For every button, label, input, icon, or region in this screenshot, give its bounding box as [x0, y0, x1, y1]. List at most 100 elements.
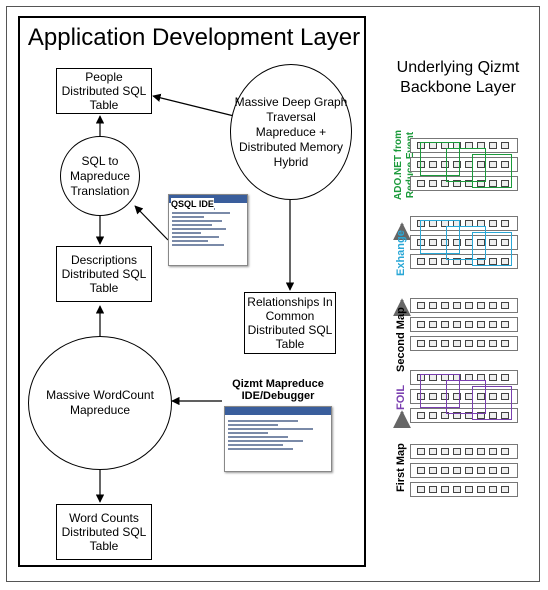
- backbone-cell: [477, 321, 485, 328]
- backbone-cell: [477, 467, 485, 474]
- sql-translation-node: SQL to Mapreduce Translation: [60, 136, 140, 216]
- backbone-cell: [441, 486, 449, 493]
- backbone-cell: [429, 161, 437, 168]
- backbone-cell: [453, 448, 461, 455]
- backbone-cell: [417, 448, 425, 455]
- backbone-cell: [489, 180, 497, 187]
- backbone-cell: [429, 448, 437, 455]
- backbone-cell: [417, 486, 425, 493]
- backbone-cell: [465, 448, 473, 455]
- backbone-row: [410, 157, 518, 172]
- backbone-row: [410, 370, 518, 385]
- backbone-cell: [477, 340, 485, 347]
- backbone-row: [410, 336, 518, 351]
- backbone-cell: [501, 448, 509, 455]
- backbone-cell: [501, 467, 509, 474]
- backbone-cell: [501, 340, 509, 347]
- backbone-cell: [441, 412, 449, 419]
- backbone-cell: [501, 486, 509, 493]
- wordcounts-table-node: Word Counts Distributed SQL Table: [56, 504, 152, 560]
- backbone-cell: [453, 393, 461, 400]
- backbone-cell: [429, 258, 437, 265]
- backbone-row: [410, 254, 518, 269]
- backbone-cell: [489, 486, 497, 493]
- backbone-cell: [429, 486, 437, 493]
- backbone-cell: [465, 467, 473, 474]
- backbone-cell: [501, 374, 509, 381]
- backbone-cell: [501, 393, 509, 400]
- descriptions-table-node: Descriptions Distributed SQL Table: [56, 246, 152, 302]
- backbone-cell: [441, 321, 449, 328]
- relationships-table-node: Relationships In Common Distributed SQL …: [244, 292, 336, 354]
- qsql-ide-label: QSQL IDE: [171, 198, 214, 210]
- backbone-cell: [417, 412, 425, 419]
- backbone-cell: [453, 302, 461, 309]
- backbone-cell: [453, 180, 461, 187]
- backbone-link: [446, 226, 486, 260]
- backbone-cell: [489, 374, 497, 381]
- backbone-link: [446, 148, 486, 182]
- mapreduce-ide-screenshot: [224, 406, 332, 472]
- backbone-flow-arrows: [393, 222, 411, 429]
- figure-frame: [6, 6, 540, 582]
- backbone-cell: [477, 412, 485, 419]
- backbone-cell: [477, 180, 485, 187]
- backbone-row: [410, 138, 518, 153]
- backbone-cell: [501, 412, 509, 419]
- backbone-cell: [453, 412, 461, 419]
- backbone-cell: [477, 486, 485, 493]
- backbone-cell: [501, 161, 509, 168]
- backbone-cell: [429, 239, 437, 246]
- backbone-cell: [489, 412, 497, 419]
- backbone-title: Underlying Qizmt Backbone Layer: [396, 59, 520, 96]
- backbone-cell: [453, 161, 461, 168]
- stage-label-exchange: Exhange: [395, 230, 407, 276]
- backbone-cell: [465, 302, 473, 309]
- backbone-cell: [441, 467, 449, 474]
- backbone-cell: [453, 258, 461, 265]
- backbone-cell: [417, 340, 425, 347]
- arrow-qsql-to-translation: [134, 205, 169, 241]
- backbone-cell: [501, 180, 509, 187]
- backbone-row: [410, 317, 518, 332]
- backbone-cell: [417, 180, 425, 187]
- backbone-cell: [477, 239, 485, 246]
- backbone-cell: [429, 393, 437, 400]
- backbone-row: [410, 482, 518, 497]
- backbone-group-second-map: [410, 298, 518, 355]
- people-table-node: People Distributed SQL Table: [56, 68, 152, 114]
- backbone-group-foil: [410, 370, 518, 427]
- mapreduce-ide-titlebar: [225, 407, 331, 415]
- backbone-group-exchange: [410, 216, 518, 273]
- backbone-link: [472, 154, 512, 188]
- backbone-cell: [441, 161, 449, 168]
- backbone-cell: [453, 340, 461, 347]
- backbone-cell: [501, 321, 509, 328]
- backbone-row: [410, 463, 518, 478]
- mapreduce-ide-label: Qizmt Mapreduce IDE/Debugger: [232, 378, 324, 402]
- backbone-cell: [453, 486, 461, 493]
- backbone-cell: [429, 340, 437, 347]
- backbone-cell: [441, 258, 449, 265]
- backbone-cell: [453, 321, 461, 328]
- backbone-cell: [489, 340, 497, 347]
- backbone-cell: [501, 258, 509, 265]
- backbone-cell: [429, 412, 437, 419]
- backbone-row: [410, 389, 518, 404]
- backbone-link: [420, 220, 460, 254]
- backbone-cell: [465, 340, 473, 347]
- app-layer-title: Application Development Layer: [27, 24, 361, 51]
- stage-label-foil: FOIL: [395, 384, 407, 410]
- backbone-cell: [453, 239, 461, 246]
- backbone-cell: [501, 239, 509, 246]
- graph-traversal-node: Massive Deep Graph Traversal Mapreduce +…: [230, 64, 352, 200]
- backbone-cell: [477, 161, 485, 168]
- backbone-cell: [489, 302, 497, 309]
- stage-label-second-map: Second Map: [395, 307, 407, 372]
- backbone-link: [472, 386, 512, 420]
- backbone-cell: [489, 321, 497, 328]
- backbone-cell: [417, 258, 425, 265]
- backbone-cell: [489, 393, 497, 400]
- backbone-cell: [429, 302, 437, 309]
- backbone-cell: [417, 321, 425, 328]
